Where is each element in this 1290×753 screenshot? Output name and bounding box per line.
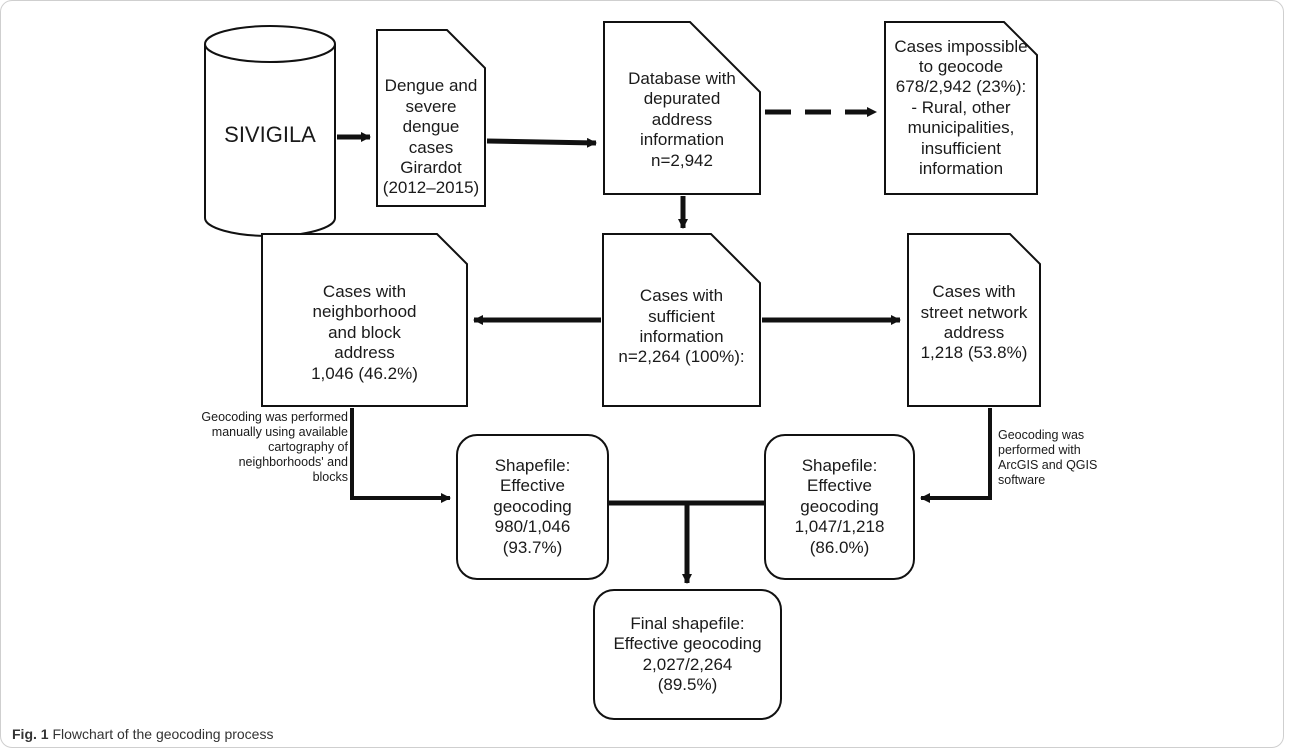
arrow-neighborhood-to-shape-left — [350, 408, 451, 503]
sivigila-database-icon — [204, 25, 336, 237]
software-geocoding-note: Geocoding was performed with ArcGIS and … — [998, 428, 1098, 487]
shape-left-text: Shapefile: Effective geocoding 980/1,046… — [493, 456, 572, 557]
dengue-cases-text: Dengue and severe dengue cases Girardot … — [382, 76, 480, 198]
impossible-text: Cases impossible to geocode 678/2,942 (2… — [894, 36, 1028, 178]
dengue-cases-box — [376, 29, 486, 207]
arrow-street-to-shape-right — [920, 408, 992, 503]
depurated-db-text: Database with depurated address informat… — [628, 69, 736, 170]
final-text: Final shapefile: Effective geocoding 2,0… — [613, 613, 762, 694]
neighborhood-text: Cases with neighborhood and block addres… — [311, 282, 418, 383]
caption-label: Fig. 1 — [12, 726, 49, 742]
neighborhood-box — [261, 233, 468, 407]
shape-left-box — [456, 434, 609, 580]
sufficient-box — [602, 233, 761, 407]
caption-text: Flowchart of the geocoding process — [52, 726, 274, 742]
impossible-box — [884, 21, 1038, 195]
shape-right-box — [764, 434, 915, 580]
shape-right-text: Shapefile: Effective geocoding 1,047/1,2… — [794, 456, 885, 557]
sivigila-label: SIVIGILA — [224, 121, 316, 147]
figure-caption: Fig. 1 Flowchart of the geocoding proces… — [12, 726, 273, 742]
manual-geocoding-note: Geocoding was performed manually using a… — [201, 410, 348, 484]
street-text: Cases with street network address 1,218 … — [920, 282, 1028, 363]
street-box — [907, 233, 1041, 407]
depurated-db-box — [603, 21, 761, 195]
arrow-dengue-to-db — [486, 137, 597, 148]
final-box — [593, 589, 782, 720]
sufficient-text: Cases with sufficient information n=2,26… — [618, 286, 745, 367]
